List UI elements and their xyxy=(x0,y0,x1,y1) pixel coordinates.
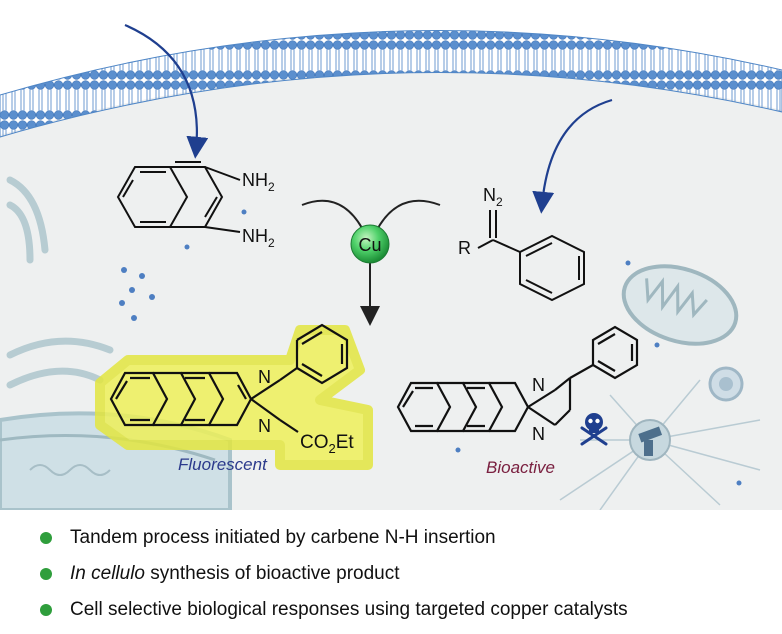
product-left-n-bottom: N xyxy=(258,416,271,436)
summary-emphasis: In cellulo xyxy=(70,563,145,584)
summary-text: synthesis of bioactive product xyxy=(145,563,400,584)
reagent-arc-right xyxy=(377,199,441,229)
bioactive-product: N N Bioactive xyxy=(396,325,639,477)
product-right-n-top: N xyxy=(532,375,545,395)
r-group-label: R xyxy=(458,238,471,258)
fluorescent-product: N N CO2Et Fluorescent xyxy=(95,323,373,474)
product-left-n-top: N xyxy=(258,367,271,387)
reagent-arc-left xyxy=(301,199,363,229)
fluorescence-highlight xyxy=(95,325,373,470)
bullet-icon xyxy=(40,532,52,544)
uptake-arrow-diazo xyxy=(532,98,613,214)
bioactive-caption: Bioactive xyxy=(486,458,555,477)
cell-membrane xyxy=(0,30,782,138)
ester-label: CO2Et xyxy=(300,432,354,456)
bullet-icon xyxy=(40,604,52,616)
mitochondrion-icon xyxy=(621,264,739,346)
summary-text: Tandem process initiated by carbene N-H … xyxy=(70,527,496,548)
bullet-icon xyxy=(40,568,52,580)
copper-label: Cu xyxy=(358,235,381,255)
cytoplasm-dots xyxy=(119,209,742,486)
reaction-scheme: NH2 NH2 Cu N2 R xyxy=(0,23,782,510)
summary-text: Cell selective biological responses usin… xyxy=(70,599,628,620)
skull-crossbones-icon xyxy=(580,413,608,446)
vesicle-core xyxy=(719,377,733,391)
golgi-icon xyxy=(6,176,114,389)
amine-label-top: NH2 xyxy=(242,170,275,194)
product-right-n-bottom: N xyxy=(532,424,545,444)
diazo-reagent-structure xyxy=(477,210,585,302)
summary-item: In cellulo synthesis of bioactive produc… xyxy=(40,556,770,592)
uptake-arrow-diamine xyxy=(124,23,209,159)
amine-label-bottom: NH2 xyxy=(242,226,275,250)
diaminonaphthalene-structure xyxy=(116,161,241,233)
summary-item: Tandem process initiated by carbene N-H … xyxy=(40,520,770,556)
summary-list: Tandem process initiated by carbene N-H … xyxy=(40,520,770,628)
centrosome-icon xyxy=(559,379,761,510)
fluorescent-caption: Fluorescent xyxy=(178,455,268,474)
summary-item: Cell selective biological responses usin… xyxy=(40,592,770,628)
diazo-label: N2 xyxy=(483,185,503,209)
copper-catalyst-icon xyxy=(350,224,390,264)
